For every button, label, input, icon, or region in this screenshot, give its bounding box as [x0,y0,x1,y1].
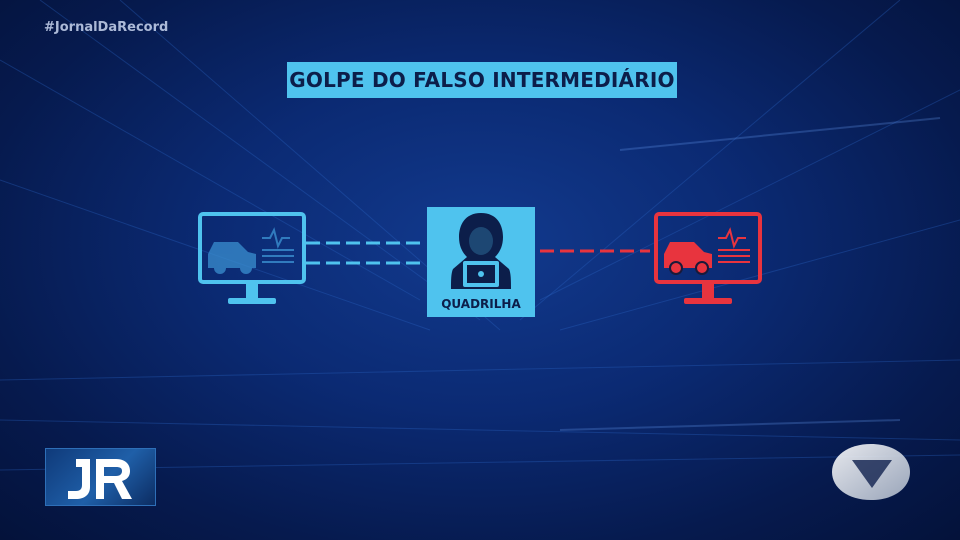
computer-monitor-car-listing-icon [654,212,762,304]
title-banner: GOLPE DO FALSO INTERMEDIÁRIO [287,62,677,98]
program-logo [45,448,156,506]
gang-box: QUADRILHA [427,207,535,317]
hooded-hacker-laptop-icon [451,213,511,289]
jr-logo-icon [68,459,132,499]
graphic-title: GOLPE DO FALSO INTERMEDIÁRIO [289,68,675,92]
hashtag-overlay: #JornalDaRecord [44,20,169,35]
record-logo-icon [832,444,910,500]
computer-monitor-car-listing-icon [198,212,306,304]
gang-label: QUADRILHA [441,297,521,311]
